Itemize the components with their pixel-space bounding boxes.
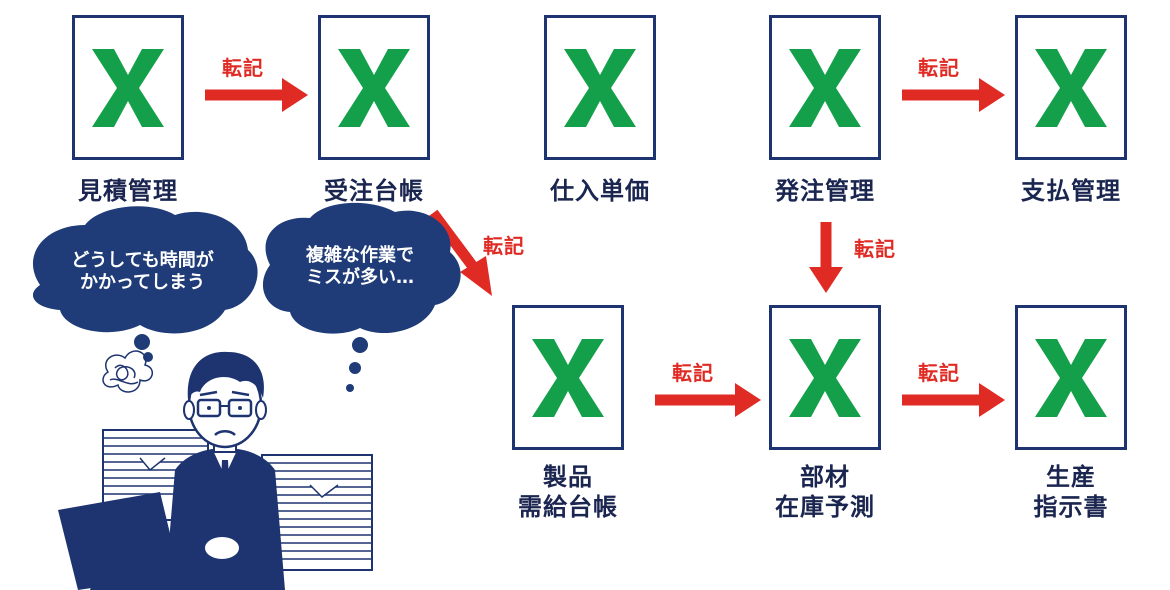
excel-icon bbox=[92, 48, 164, 127]
label-shiharai: 支払管理 bbox=[1021, 177, 1121, 205]
arrow-label-transfer: 転記 bbox=[483, 234, 525, 258]
excel-doc-seisan bbox=[1015, 305, 1127, 450]
excel-doc-mitsumori bbox=[72, 15, 184, 160]
excel-icon bbox=[1035, 338, 1107, 417]
tangled-thought-icon bbox=[102, 350, 154, 393]
bubble-text-right: 複雑な作業でミスが多い… bbox=[306, 245, 414, 288]
businessman-illustration bbox=[165, 351, 285, 590]
excel-doc-hatchu bbox=[769, 15, 881, 160]
excel-icon bbox=[1035, 48, 1107, 127]
arrow-buzai-to-seisan bbox=[902, 383, 1005, 417]
arrow-hatchu-to-buzai bbox=[809, 222, 843, 293]
label-juchu: 受注台帳 bbox=[324, 177, 424, 205]
arrow-seihin-to-buzai bbox=[655, 383, 761, 417]
label-buzai: 部材在庫予測 bbox=[775, 463, 875, 521]
arrow-mitsumori-to-juchu bbox=[205, 78, 308, 112]
excel-icon bbox=[564, 48, 636, 127]
arrow-label-transfer: 転記 bbox=[854, 237, 896, 261]
excel-doc-shiharai bbox=[1015, 15, 1127, 160]
arrow-juchu-to-seihin bbox=[428, 209, 492, 296]
label-shiire: 仕入単価 bbox=[550, 177, 650, 205]
excel-doc-buzai bbox=[769, 305, 881, 450]
thought-bubble-right bbox=[262, 202, 461, 392]
excel-doc-seihin bbox=[512, 305, 624, 450]
arrow-label-transfer: 転記 bbox=[222, 56, 264, 80]
arrow-label-transfer: 転記 bbox=[918, 56, 960, 80]
excel-icon bbox=[789, 338, 861, 417]
arrow-label-transfer: 転記 bbox=[672, 361, 714, 385]
label-seihin: 製品需給台帳 bbox=[518, 463, 618, 521]
bubble-text-left: どうしても時間がかかってしまう bbox=[71, 250, 214, 293]
excel-doc-shiire bbox=[544, 15, 656, 160]
laptop-icon bbox=[58, 492, 240, 590]
excel-icon bbox=[338, 48, 410, 127]
excel-icon bbox=[789, 48, 861, 127]
label-mitsumori: 見積管理 bbox=[78, 177, 178, 205]
excel-doc-juchu bbox=[318, 15, 430, 160]
excel-icon bbox=[532, 338, 604, 417]
arrow-label-transfer: 転記 bbox=[918, 361, 960, 385]
paper-stack-right bbox=[261, 454, 373, 571]
label-hatchu: 発注管理 bbox=[775, 177, 875, 205]
label-seisan: 生産指示書 bbox=[1033, 463, 1109, 521]
arrow-hatchu-to-shiharai bbox=[902, 78, 1005, 112]
